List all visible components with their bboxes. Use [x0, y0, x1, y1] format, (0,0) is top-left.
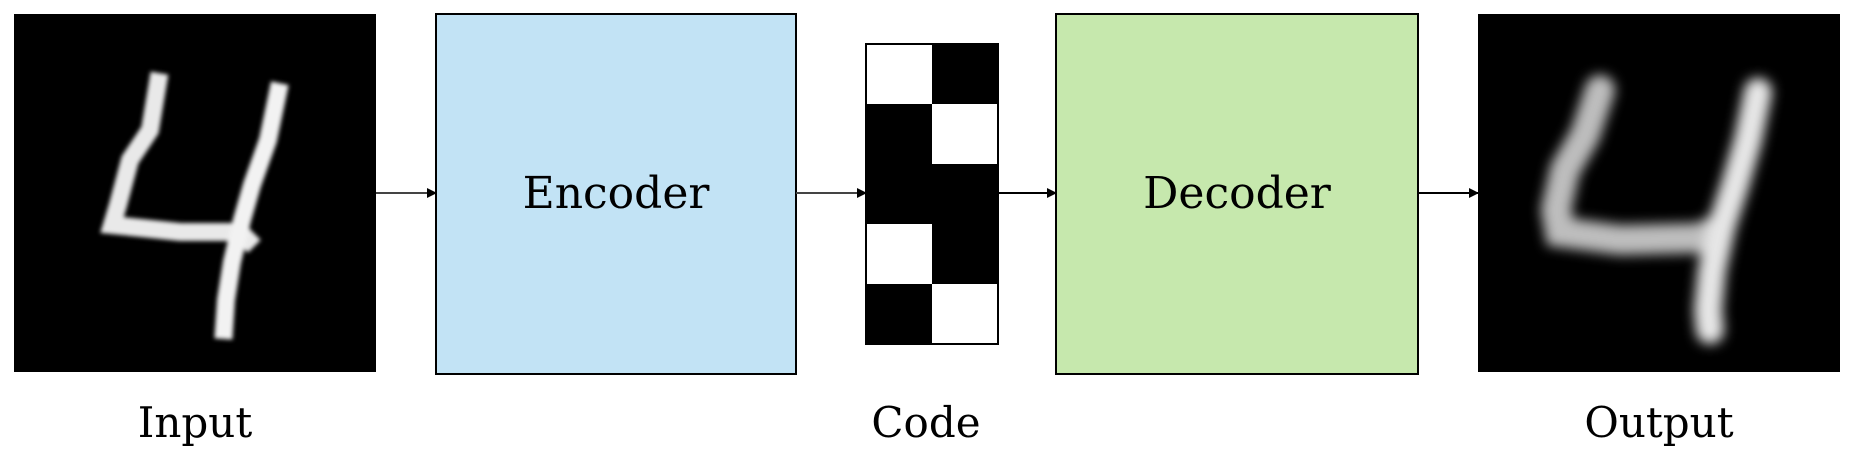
output-caption: Output [1584, 398, 1733, 447]
code-cell [866, 164, 932, 224]
code-cell [866, 44, 932, 104]
code-grid [865, 43, 999, 345]
code-cell [866, 284, 932, 344]
decoder-label: Decoder [1143, 168, 1332, 219]
code-cell [932, 104, 998, 164]
decoder-box: Decoder [1055, 13, 1419, 375]
output-image [1478, 14, 1840, 372]
output-digit-strokes [1540, 75, 1772, 344]
code-cell [932, 164, 998, 224]
encoder-box: Encoder [435, 13, 797, 375]
code-cell [932, 224, 998, 284]
input-caption: Input [138, 398, 253, 447]
code-cell [932, 284, 998, 344]
input-image [14, 14, 376, 372]
encoder-label: Encoder [523, 168, 711, 219]
code-cell [932, 44, 998, 104]
code-cell [866, 104, 932, 164]
code-cell [866, 224, 932, 284]
code-caption: Code [871, 398, 980, 447]
input-digit-strokes [100, 71, 289, 340]
